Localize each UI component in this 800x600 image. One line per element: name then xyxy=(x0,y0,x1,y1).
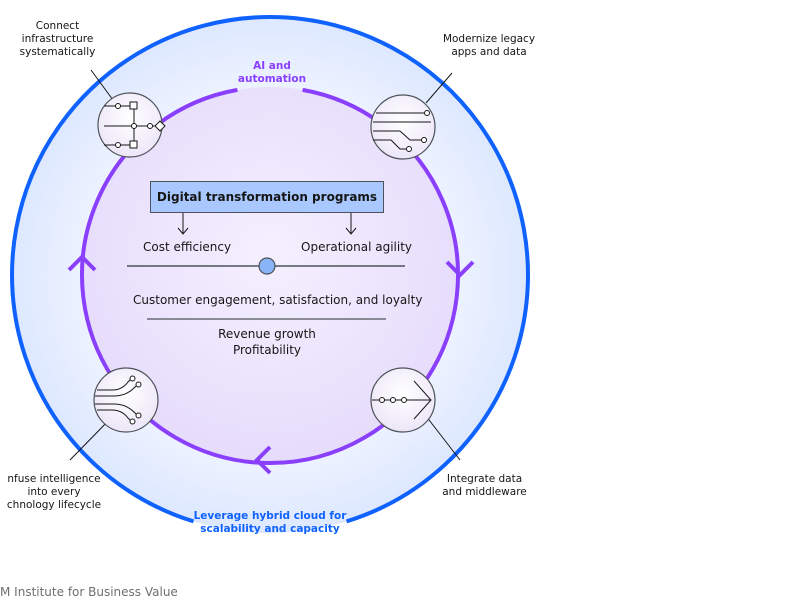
integrate-label-line: and middleware xyxy=(442,486,527,498)
arrow-down-icon xyxy=(345,227,357,235)
source-footer: M Institute for Business Value xyxy=(0,585,178,599)
connect-label-line: infrastructure xyxy=(21,33,94,45)
operational-agility-text: Operational agility xyxy=(301,240,412,254)
data-flow-arrow-icon xyxy=(370,367,436,433)
cost-efficiency-text: Cost efficiency xyxy=(143,240,232,254)
profitability-text: Profitability xyxy=(232,343,302,357)
network-branch-icon xyxy=(97,92,166,158)
ai-label-line1: AI and xyxy=(253,60,291,72)
arrow-down-icon xyxy=(177,227,189,235)
intelligence-lines-icon xyxy=(93,367,159,433)
leader-line-modernize xyxy=(425,72,453,104)
integrate-label-line: Integrate data xyxy=(446,473,523,485)
integrate-label: Integrate data and middleware xyxy=(437,473,532,499)
chevron-left-icon xyxy=(254,445,272,475)
chevron-up-icon xyxy=(67,254,97,272)
legacy-circuit-icon xyxy=(370,94,436,160)
leader-line-integrate xyxy=(425,415,461,461)
leader-line-connect xyxy=(90,69,114,101)
chevron-down-icon xyxy=(445,260,475,278)
cloud-label-line1: Leverage hybrid cloud for xyxy=(193,510,347,522)
infuse-label-line: nfuse intelligence xyxy=(7,473,101,485)
connect-label-line: systematically xyxy=(19,46,96,58)
infuse-label-line: into every xyxy=(27,486,81,498)
infuse-label: nfuse intelligence into every chnology l… xyxy=(0,473,108,512)
customer-engagement-text: Customer engagement, satisfaction, and l… xyxy=(133,293,423,307)
modernize-label-line: Modernize legacy xyxy=(442,33,536,45)
connect-label: Connect infrastructure systematically xyxy=(10,20,105,59)
modernize-label: Modernize legacy apps and data xyxy=(435,33,543,59)
ai-automation-label: AI and automation xyxy=(222,60,322,86)
connect-label-line: Connect xyxy=(35,20,80,32)
cloud-label-line2: scalability and capacity xyxy=(200,523,340,535)
outer-ring xyxy=(10,15,530,524)
digital-transformation-box: Digital transformation programs xyxy=(150,181,384,213)
hybrid-cloud-label: Leverage hybrid cloud for scalability an… xyxy=(175,510,365,536)
modernize-label-line: apps and data xyxy=(451,46,527,58)
balance-dot xyxy=(258,257,276,275)
ai-label-line2: automation xyxy=(237,73,307,85)
box-title: Digital transformation programs xyxy=(156,190,378,204)
revenue-growth-text: Revenue growth xyxy=(218,327,316,341)
inner-ring xyxy=(80,87,460,466)
infuse-label-line: chnology lifecycle xyxy=(6,499,102,511)
